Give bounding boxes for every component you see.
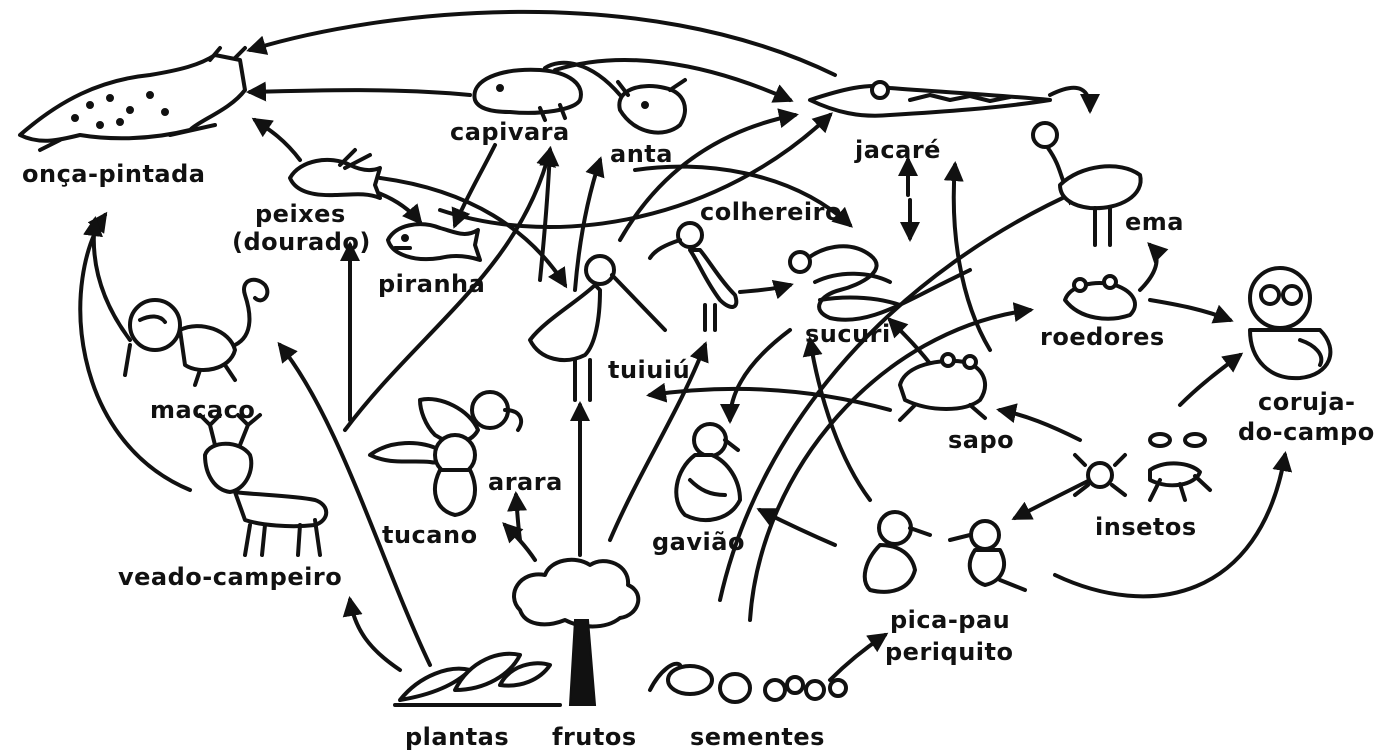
label-coruja-2: do-campo [1238, 418, 1375, 446]
label-piranha: piranha [378, 270, 485, 298]
label-gaviao: gavião [652, 528, 745, 556]
macaw-icon [420, 392, 521, 442]
label-macaco: macaco [150, 396, 255, 424]
label-ema: ema [1125, 208, 1184, 236]
tapir-icon [618, 80, 685, 133]
arrow-frutos-to-arara [516, 495, 520, 540]
label-sucuri: sucuri [805, 320, 891, 348]
label-sementes: sementes [690, 723, 825, 751]
owl-icon [1250, 268, 1330, 378]
label-tucano: tucano [382, 521, 478, 549]
label-anta: anta [610, 140, 673, 168]
plants-icon [395, 654, 560, 705]
arrow-sucuri-to-gaviao [730, 330, 790, 420]
arrow-veado-to-onca [80, 215, 190, 490]
arrow-jacare-to-ema [1050, 88, 1090, 110]
label-onca: onça-pintada [22, 160, 206, 188]
arrow-colhereiro-to-sucuri [740, 285, 790, 292]
arrow-capivara-to-onca [250, 90, 470, 95]
label-colhereiro: colhereiro [700, 198, 842, 226]
jaguar-icon [20, 48, 245, 150]
label-arara: arara [488, 468, 563, 496]
label-frutos: frutos [552, 723, 637, 751]
label-tuiuiu: tuiuiú [608, 356, 690, 384]
arrow-roedores-to-coruja [1150, 300, 1230, 320]
label-peixes-dourado: (dourado) [232, 228, 371, 256]
label-peixes: peixes [255, 200, 346, 228]
spoonbill-icon [650, 223, 736, 330]
arrow-insetos-to-coruja [1180, 355, 1240, 405]
fish-icon [290, 150, 380, 198]
arrow-plantas-to-veado [350, 600, 400, 670]
arrow-roedores-to-ema [1140, 245, 1157, 290]
arrow-sementes-to-picapau [830, 635, 885, 680]
capybara-icon [474, 70, 580, 120]
label-insetos: insetos [1095, 513, 1197, 541]
monkey-icon [125, 280, 267, 385]
label-veado: veado-campeiro [118, 563, 342, 591]
arrow-macaco-to-onca [94, 220, 130, 340]
arrow-peixes-to-onca [255, 120, 300, 160]
label-sapo: sapo [948, 426, 1014, 454]
arrow-insetos-to-picapau [1015, 480, 1090, 518]
tree-icon [514, 560, 638, 705]
label-coruja-1: coruja- [1258, 388, 1356, 416]
arrow-jacare-to-onca [250, 12, 835, 75]
label-picapau: pica-pau [890, 606, 1010, 634]
label-periquito: periquito [885, 638, 1013, 666]
frog-icon [900, 354, 985, 420]
insects-icon [1075, 434, 1210, 500]
deer-icon [200, 415, 326, 555]
label-plantas: plantas [405, 723, 509, 751]
caiman-icon [810, 82, 1050, 116]
anaconda-icon [790, 246, 970, 319]
label-capivara: capivara [450, 118, 570, 146]
label-roedores: roedores [1040, 323, 1165, 351]
hawk-icon [676, 424, 740, 520]
rodent-icon [1065, 276, 1135, 319]
seeds-icon [650, 664, 846, 702]
toucan-icon [370, 435, 475, 515]
piranha-icon [388, 224, 480, 260]
woodpecker-parakeet-icon [865, 512, 1025, 592]
label-jacare: jacaré [854, 136, 941, 164]
